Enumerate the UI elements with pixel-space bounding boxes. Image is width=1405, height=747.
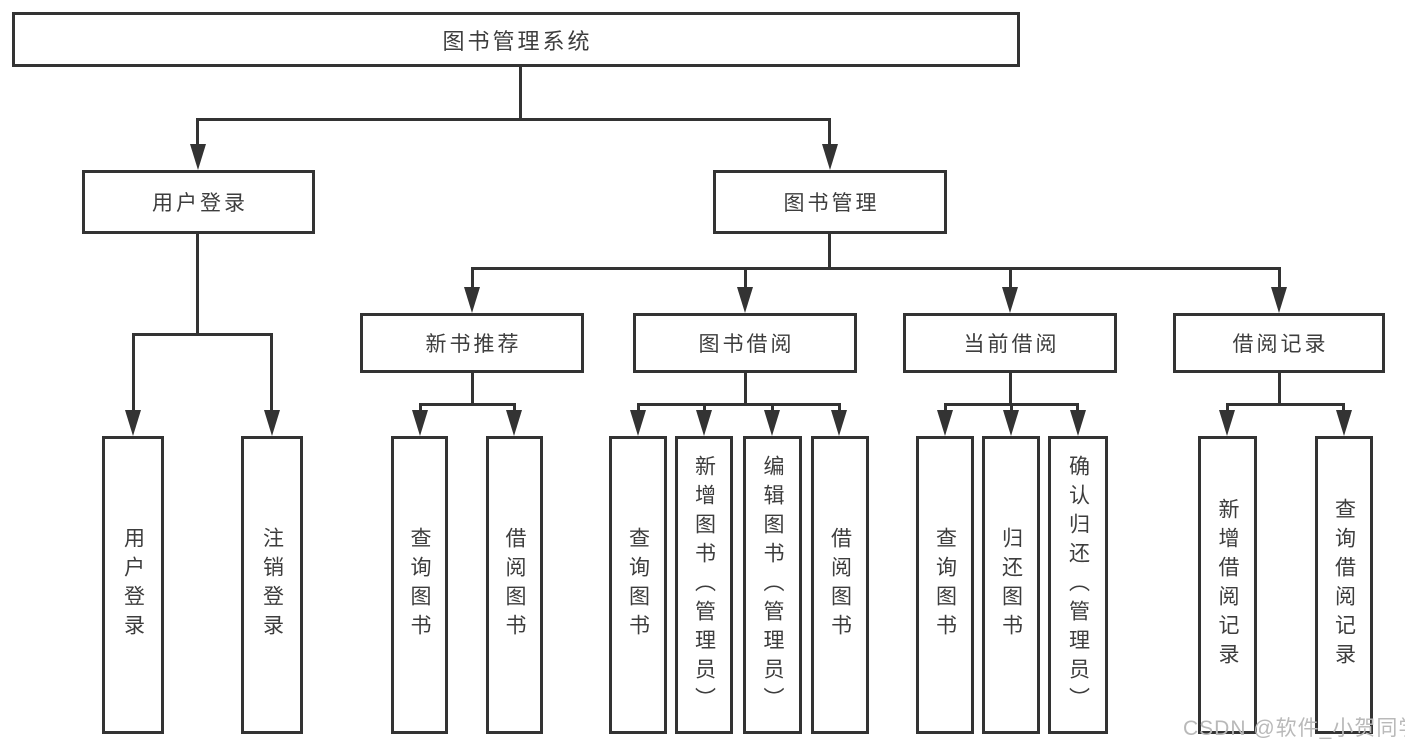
arrow-down-icon [506, 410, 522, 436]
arrow-down-icon [1003, 410, 1019, 436]
connector-cb-return-drop [1010, 403, 1013, 413]
connector-mgmt-stub [828, 234, 831, 270]
connector-br-add-drop [1226, 403, 1229, 413]
arrow-down-icon [264, 410, 280, 436]
connector-borrow-records-drop [1278, 267, 1281, 289]
leaf-br-add-record: 新增借阅记录 [1198, 436, 1257, 734]
connector-cb-query-drop [944, 403, 947, 413]
arrow-down-icon [696, 410, 712, 436]
connector-br-hbar [1226, 403, 1345, 406]
node-root: 图书管理系统 [12, 12, 1020, 67]
node-borrow-records: 借阅记录 [1173, 313, 1385, 373]
leaf-cb-return-books: 归还图书 [982, 436, 1040, 734]
leaf-bb-query-books: 查询图书 [609, 436, 667, 734]
connector-book-borrow-drop [744, 267, 747, 289]
connector-bb-borrow-drop [838, 403, 841, 413]
connector-new-book-rec-drop [471, 267, 474, 289]
arrow-down-icon [412, 410, 428, 436]
arrow-down-icon [831, 410, 847, 436]
connector-bb-hbar [637, 403, 841, 406]
leaf-cb-confirm-return-admin: 确认归还（管理员） [1048, 436, 1108, 734]
connector-root-stub [519, 67, 522, 120]
connector-book-mgmt-drop [828, 118, 831, 148]
node-user-login: 用户登录 [82, 170, 315, 234]
arrow-down-icon [1002, 287, 1018, 313]
connector-leaf-user-login-drop [132, 333, 135, 412]
arrow-down-icon [822, 144, 838, 170]
arrow-down-icon [1219, 410, 1235, 436]
arrow-down-icon [125, 410, 141, 436]
leaf-bb-edit-books-admin: 编辑图书（管理员） [743, 436, 802, 734]
connector-level1-hbar [197, 118, 831, 121]
connector-bb-query-drop [637, 403, 640, 413]
connector-user-hbar [132, 333, 273, 336]
leaf-bb-borrow-books: 借阅图书 [811, 436, 869, 734]
arrow-down-icon [1271, 287, 1287, 313]
node-current-borrow: 当前借阅 [903, 313, 1117, 373]
connector-bb-stub [744, 373, 747, 406]
connector-br-query-drop [1342, 403, 1345, 413]
arrow-down-icon [937, 410, 953, 436]
connector-bb-edit-drop [771, 403, 774, 413]
leaf-rec-borrow-books: 借阅图书 [486, 436, 543, 734]
arrow-down-icon [190, 144, 206, 170]
arrow-down-icon [1336, 410, 1352, 436]
arrow-down-icon [737, 287, 753, 313]
node-book-borrow: 图书借阅 [633, 313, 857, 373]
arrow-down-icon [1070, 410, 1086, 436]
connector-rec-borrow-drop [513, 403, 516, 413]
connector-rec-query-drop [419, 403, 422, 413]
connector-user-login-drop [196, 118, 199, 148]
leaf-user-login: 用户登录 [102, 436, 164, 734]
connector-bb-add-drop [703, 403, 706, 413]
connector-br-stub [1278, 373, 1281, 406]
leaf-cb-query-books: 查询图书 [916, 436, 974, 734]
leaf-bb-add-books-admin: 新增图书（管理员） [675, 436, 733, 734]
node-new-book-recommend: 新书推荐 [360, 313, 584, 373]
connector-cb-stub [1009, 373, 1012, 406]
leaf-logout: 注销登录 [241, 436, 303, 734]
connector-cb-confirm-drop [1076, 403, 1079, 413]
connector-mgmt-hbar [471, 267, 1280, 270]
arrow-down-icon [630, 410, 646, 436]
connector-user-stub [196, 234, 199, 335]
leaf-br-query-record: 查询借阅记录 [1315, 436, 1373, 734]
connector-rec-stub [471, 373, 474, 406]
connector-leaf-logout-drop [270, 333, 273, 412]
leaf-rec-query-books: 查询图书 [391, 436, 448, 734]
arrow-down-icon [764, 410, 780, 436]
arrow-down-icon [464, 287, 480, 313]
watermark-text: CSDN @软件_小贺同学 [1183, 717, 1405, 740]
connector-current-borrow-drop [1009, 267, 1012, 289]
node-book-management: 图书管理 [713, 170, 947, 234]
connector-rec-hbar [419, 403, 516, 406]
